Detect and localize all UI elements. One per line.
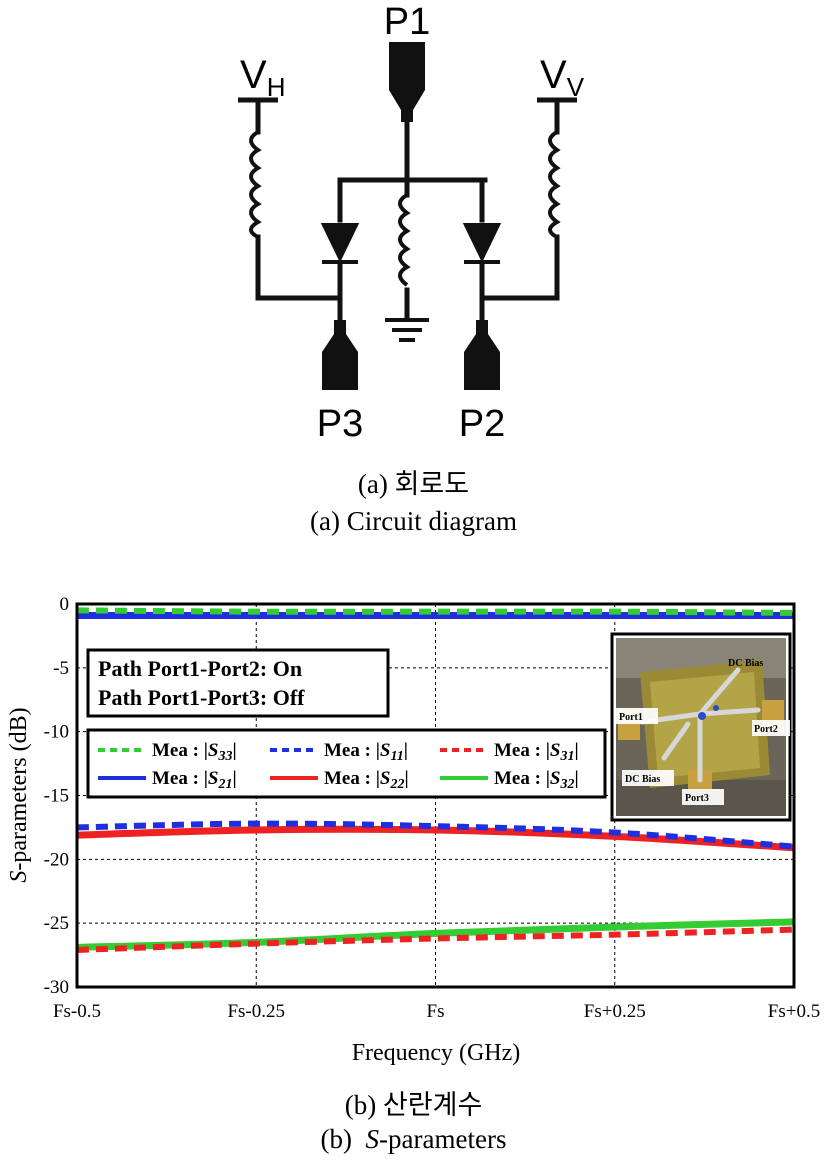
- y-tick-label: -25: [44, 913, 69, 934]
- inductor-left: [249, 130, 262, 239]
- y-tick-label: 0: [60, 594, 70, 615]
- port-p1-shape: [389, 42, 425, 122]
- x-tick-label: Fs-0.5: [53, 1001, 101, 1022]
- y-tick-label: -5: [53, 658, 69, 679]
- y-tick-label: -10: [44, 722, 69, 743]
- annotation-line-2: Path Port1-Port3: Off: [98, 685, 305, 710]
- y-tick-label: -15: [44, 786, 69, 807]
- x-axis-label: Frequency (GHz): [352, 1040, 521, 1066]
- legend-label-s31: Mea : |S31|: [494, 740, 579, 764]
- legend-label-s32: Mea : |S32|: [494, 768, 579, 792]
- annotation-line-1: Path Port1-Port2: On: [98, 656, 302, 681]
- inset-label-port1: Port1: [619, 712, 643, 723]
- vh-label: VH: [240, 53, 285, 102]
- legend: Mea : |S33| Mea : |S11| Mea : |S31| Mea : |…: [86, 728, 607, 799]
- port-p3-shape: [322, 320, 358, 390]
- circuit-diagram: P1 P3 P2 VH VV: [238, 1, 585, 445]
- legend-label-s33: Mea : |S33|: [152, 740, 237, 764]
- s-parameter-chart: Fs-0.5 Fs-0.25 Fs Fs+0.25 Fs+0.5 0 -5 -10 -15 -20…: [6, 594, 820, 1066]
- y-tick-label: -20: [44, 849, 69, 870]
- prototype-photo-inset: DC Bias Port1 Port2 DC Bias Port3: [610, 632, 792, 822]
- inset-label-dc-bias-top: DC Bias: [728, 658, 763, 669]
- legend-label-s22: Mea : |S22|: [324, 768, 409, 792]
- vv-label: VV: [540, 53, 585, 102]
- port-p3-label: P3: [317, 403, 363, 445]
- legend-label-s21: Mea : |S21|: [152, 768, 237, 792]
- caption-a-korean: (a) 회로도: [357, 469, 470, 499]
- series-line-s33: [76, 607, 795, 616]
- path-annotation: Path Port1-Port2: On Path Port1-Port3: O…: [86, 648, 390, 718]
- y-tick-label: -30: [44, 977, 69, 998]
- caption-a-english: (a) Circuit diagram: [310, 506, 517, 536]
- series-line-s22: [76, 825, 795, 852]
- series-line-s11: [76, 820, 795, 850]
- inset-label-dc-bias-bottom: DC Bias: [625, 774, 660, 785]
- legend-label-s11: Mea : |S11|: [324, 740, 408, 764]
- diode-right: [462, 223, 502, 264]
- ground-symbol: [385, 318, 429, 342]
- x-tick-label: Fs+0.25: [584, 1001, 646, 1022]
- x-tick-label: Fs-0.25: [227, 1001, 285, 1022]
- inset-label-port3: Port3: [685, 793, 709, 804]
- caption-b-korean: (b) 산란계수: [344, 1090, 483, 1120]
- inductor-right: [548, 130, 561, 239]
- port-p1-label: P1: [384, 1, 430, 43]
- x-tick-label: Fs: [427, 1001, 445, 1022]
- caption-b-english: (b) S-parameters: [320, 1124, 507, 1154]
- x-tick-label: Fs+0.5: [768, 1001, 820, 1022]
- series-line-s31: [76, 926, 795, 953]
- port-p2-label: P2: [459, 403, 505, 445]
- y-axis-label: S-parameters (dB): [6, 707, 32, 882]
- inset-label-port2: Port2: [754, 724, 778, 735]
- port-p2-shape: [464, 320, 500, 390]
- inductor-center: [398, 193, 411, 287]
- plot-frame: [75, 602, 796, 989]
- diode-left: [320, 223, 360, 264]
